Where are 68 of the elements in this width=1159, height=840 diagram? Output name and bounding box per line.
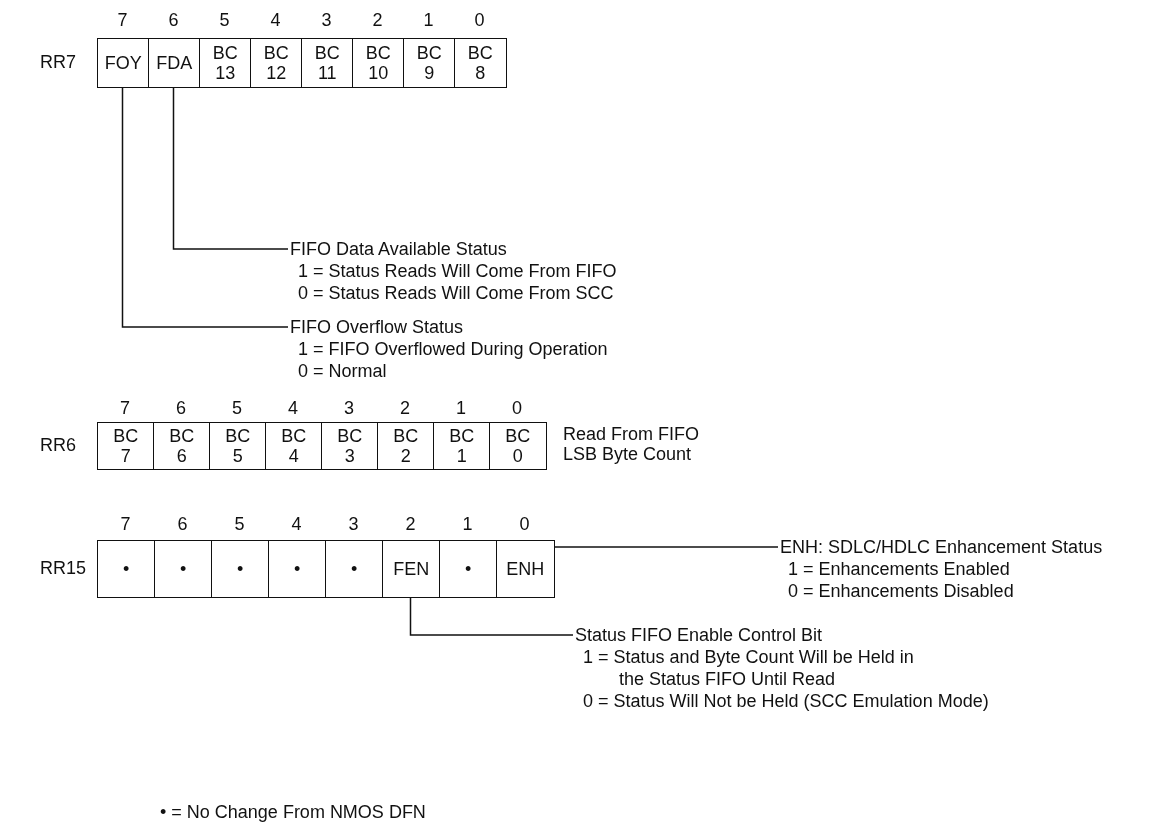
value-description: 0 = Status Will Not be Held (SCC Emulation Mode) (583, 690, 989, 712)
register-name: RR15 (40, 558, 87, 579)
bit-number: 5 (233, 514, 246, 535)
bit-cell: FEN (382, 540, 441, 598)
register-note: Read From FIFO LSB Byte Count (563, 424, 701, 464)
bit-cell: • (325, 540, 384, 598)
bit-number: 0 (473, 10, 486, 31)
bit-cell: BC 10 (352, 38, 405, 88)
register-name: RR6 (40, 435, 76, 456)
bit-number: 4 (269, 10, 282, 31)
bit-cell: BC 3 (321, 422, 379, 470)
field-title: FIFO Overflow Status (290, 316, 465, 338)
bit-cell: BC 2 (377, 422, 435, 470)
bit-cell: BC 5 (209, 422, 267, 470)
bit-number: 2 (371, 10, 384, 31)
field-title: ENH: SDLC/HDLC Enhancement Status (780, 536, 1103, 558)
bit-number: 3 (347, 514, 360, 535)
value-description: 0 = Normal (298, 360, 388, 382)
bit-cell: BC 12 (250, 38, 303, 88)
bit-cell: ENH (496, 540, 555, 598)
bit-number: 0 (511, 398, 523, 419)
bit-number: 4 (287, 398, 299, 419)
bit-number: 0 (518, 514, 531, 535)
value-description: 0 = Enhancements Disabled (788, 580, 1015, 602)
bit-cell: • (154, 540, 213, 598)
register-name: RR7 (40, 52, 76, 73)
leader-line (409, 597, 574, 636)
bit-cell: FDA (148, 38, 201, 88)
bit-number: 5 (231, 398, 243, 419)
bit-number: 3 (343, 398, 355, 419)
bit-number: 7 (116, 10, 129, 31)
footnote: • = No Change From NMOS DFN (160, 802, 426, 823)
field-title: FIFO Data Available Status (290, 238, 508, 260)
bit-number: 7 (119, 398, 131, 419)
value-description: 1 = FIFO Overflowed During Operation (298, 338, 608, 360)
bit-cell: BC 1 (433, 422, 491, 470)
value-description: 1 = Status and Byte Count Will be Held in the Status FIFO Until Read (583, 646, 915, 690)
value-description: 1 = Status Reads Will Come From FIFO (298, 260, 617, 282)
bit-cell: • (268, 540, 327, 598)
bit-cell: FOY (97, 38, 150, 88)
bit-number: 7 (119, 514, 132, 535)
bit-cell: BC 4 (265, 422, 323, 470)
bit-cell: BC 13 (199, 38, 252, 88)
bit-cell: BC 8 (454, 38, 507, 88)
bit-number: 1 (455, 398, 467, 419)
field-title: Status FIFO Enable Control Bit (575, 624, 824, 646)
bit-number: 6 (176, 514, 189, 535)
bit-number: 6 (175, 398, 187, 419)
bit-cell: • (439, 540, 498, 598)
bit-number: 5 (218, 10, 231, 31)
bit-cell: BC 11 (301, 38, 354, 88)
bit-cell: BC 0 (489, 422, 547, 470)
bit-cell: BC 7 (97, 422, 155, 470)
bit-number: 1 (461, 514, 474, 535)
bit-cell: • (211, 540, 270, 598)
bit-number: 2 (404, 514, 417, 535)
leader-line (172, 87, 289, 250)
bit-number: 4 (290, 514, 303, 535)
bit-cell: • (97, 540, 156, 598)
value-description: 1 = Enhancements Enabled (788, 558, 1011, 580)
leader-line (121, 87, 289, 328)
bit-number: 3 (320, 10, 333, 31)
bit-number: 2 (399, 398, 411, 419)
bit-number: 6 (167, 10, 180, 31)
value-description: 0 = Status Reads Will Come From SCC (298, 282, 615, 304)
bit-number: 1 (422, 10, 435, 31)
bit-cell: BC 9 (403, 38, 456, 88)
bit-cell: BC 6 (153, 422, 211, 470)
